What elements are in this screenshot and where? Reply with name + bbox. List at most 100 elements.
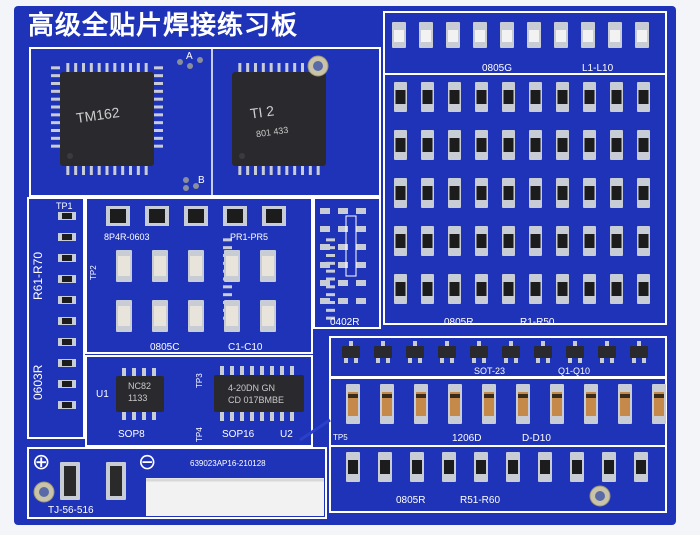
diode-band <box>552 394 562 398</box>
sot23-pin <box>386 358 390 363</box>
diode-body <box>484 392 494 416</box>
qfp-chip-left-pin <box>154 136 163 140</box>
tp3-label: TP3 <box>195 373 204 388</box>
sot23-pin <box>600 358 604 363</box>
resistor-body <box>503 90 514 104</box>
qfp-chip-left <box>60 72 154 166</box>
bottom-res-outline <box>329 445 667 513</box>
resistor-body <box>476 138 487 152</box>
sot23-pin <box>344 358 348 363</box>
sop16-pin <box>230 366 234 375</box>
qfp-chip-left-pin <box>105 63 109 72</box>
resistor-body <box>611 234 622 248</box>
resistor-body <box>422 186 433 200</box>
pad-0402 <box>320 298 330 304</box>
diode-body <box>518 392 528 416</box>
qfp-chip-left-pin <box>51 82 60 85</box>
led-ref-label: 0805G <box>482 63 513 74</box>
qfp-chip-right-pin <box>223 246 232 250</box>
resistor-body <box>584 234 595 248</box>
qfp-chip-left-pin <box>51 144 60 148</box>
resistor-body <box>449 234 460 248</box>
qfp-chip-right-pin <box>254 166 257 175</box>
sop16-pin <box>270 412 274 421</box>
pad-0402 <box>356 244 366 250</box>
qfp-chip-left-pin <box>51 113 60 117</box>
pkg-0402-label: 0402R <box>330 317 360 328</box>
resistor-body <box>530 90 541 104</box>
diode-band <box>586 394 596 398</box>
resistor-0603-body <box>62 381 72 387</box>
sot23-pin <box>541 341 545 346</box>
qfp-chip-left-pin <box>82 63 85 72</box>
sot23-body <box>406 346 424 358</box>
resistor-0603-body <box>62 297 72 303</box>
resistor-body <box>422 138 433 152</box>
qfp-chip-left-pin <box>97 63 101 72</box>
qfp-chip-left-pin <box>74 63 78 72</box>
sop16-pin <box>290 412 294 421</box>
pad-0402 <box>338 298 348 304</box>
capacitor-body <box>154 256 166 276</box>
resistor-body <box>503 138 514 152</box>
pad-0402 <box>320 262 330 268</box>
qfp-chip-left-pin <box>121 166 125 175</box>
qfp-chip-right-pin <box>326 269 335 273</box>
qfp-right-marking: TI 2 <box>249 102 276 122</box>
sop16-pin <box>250 366 254 375</box>
resistor-body <box>638 282 649 296</box>
sot23-pin <box>440 358 444 363</box>
plus-symbol: ⊕ <box>32 450 51 475</box>
qfp-chip-left-pin <box>113 166 117 175</box>
array-range-label: PR1-PR5 <box>230 232 269 242</box>
qfp-chip-left-pin <box>136 166 140 175</box>
sot23-body <box>342 346 360 358</box>
resistor-body <box>503 282 514 296</box>
qfp-chip-left-pin <box>144 166 148 175</box>
sot23-pin <box>573 341 577 346</box>
qfp-chip-right-pin <box>326 308 335 312</box>
sop16-pin <box>280 412 284 421</box>
qfp-chip-left-pin <box>154 121 163 125</box>
qfp-chip-left-pin <box>51 74 60 78</box>
qfp-chip-right-pin <box>269 166 273 175</box>
resistor-body <box>395 186 406 200</box>
capacitor-body <box>118 306 130 326</box>
resistor-array-body <box>266 209 282 223</box>
qfp-chip-left-pin <box>154 82 163 85</box>
mounting-hole-center <box>313 61 323 71</box>
sop16-marking-1: 4-20DN GN <box>228 383 276 393</box>
capacitor-body <box>190 306 202 326</box>
sot23-pin <box>354 358 358 363</box>
sot23-pin <box>536 358 540 363</box>
qfp-chip-right-pin <box>301 63 304 72</box>
qfp-chip-right-pin <box>223 293 232 297</box>
diode-range-label: D-D10 <box>522 433 551 444</box>
sop8-pin <box>132 368 136 376</box>
tp1-label: TP1 <box>56 201 73 211</box>
resistor-body <box>638 138 649 152</box>
resistor-body <box>557 90 568 104</box>
diode-body <box>654 392 664 416</box>
pad-0402 <box>320 280 330 286</box>
diode-body <box>620 392 630 416</box>
sot23-pin <box>632 358 636 363</box>
sot23-pin <box>381 341 385 346</box>
sop8-pin <box>142 412 146 420</box>
sot23-body <box>534 346 552 358</box>
pad-0402 <box>320 208 330 214</box>
bottom-resistor-body <box>476 460 486 474</box>
led-body <box>421 30 431 42</box>
qfp-chip-left-pin <box>51 105 60 109</box>
resistor-body <box>476 90 487 104</box>
qfp-chip-left-pin <box>97 166 101 175</box>
qfp-chip-right-pin <box>254 63 257 72</box>
test-pad <box>193 183 199 189</box>
resistor-0603-body <box>62 339 72 345</box>
qfp-chip-right-pin <box>246 166 250 175</box>
resistor-body <box>422 234 433 248</box>
test-pad <box>197 57 203 63</box>
qfp-chip-right-pin <box>285 63 289 72</box>
pad-0402 <box>338 280 348 286</box>
